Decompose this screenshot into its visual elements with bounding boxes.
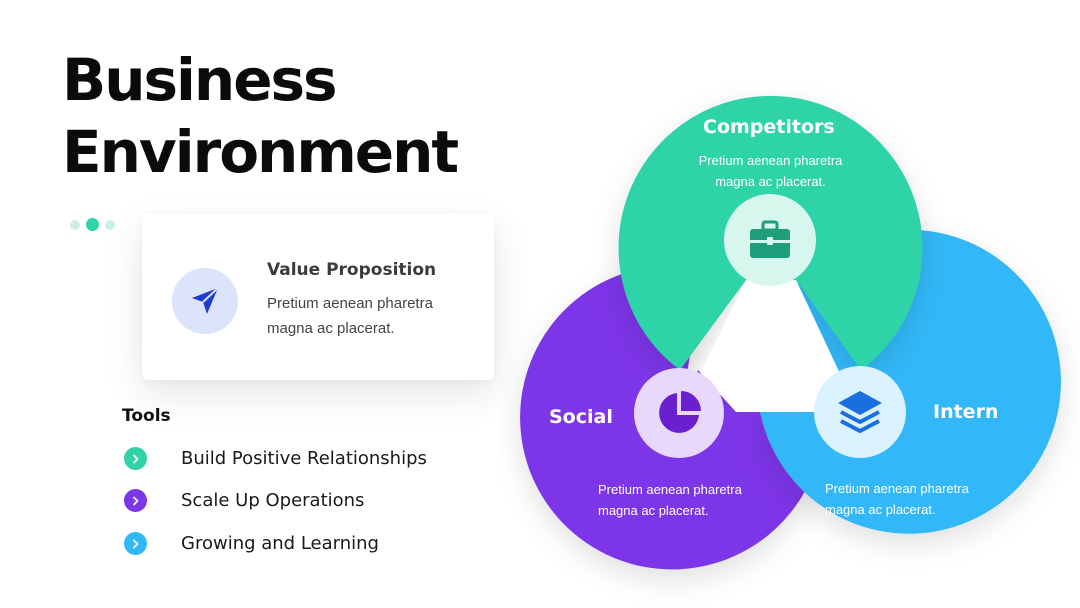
- carousel-dot-3[interactable]: [105, 219, 115, 230]
- chevron-right-icon: [124, 447, 147, 470]
- tool-item-1[interactable]: Build Positive Relationships: [124, 447, 427, 470]
- page-title: Business Environment: [62, 44, 459, 188]
- center-triangle: [681, 280, 858, 412]
- social-label: Social: [549, 406, 613, 428]
- tool-item-3[interactable]: Growing and Learning: [124, 532, 379, 555]
- tool-label: Build Positive Relationships: [181, 448, 427, 469]
- layers-icon: [814, 366, 906, 458]
- value-proposition-card: Value Proposition Pretium aenean pharetr…: [142, 214, 494, 380]
- paper-plane-icon: [172, 268, 238, 334]
- carousel-dot-2[interactable]: [86, 218, 99, 231]
- tool-item-2[interactable]: Scale Up Operations: [124, 489, 364, 512]
- tool-label: Scale Up Operations: [181, 490, 365, 511]
- social-text: Pretium aenean pharetra magna ac placera…: [598, 482, 742, 518]
- chevron-right-icon: [124, 489, 147, 512]
- intern-label: Intern: [933, 401, 999, 423]
- briefcase-icon: [724, 194, 816, 286]
- competitors-text: Pretium aenean pharetra magna ac placera…: [698, 153, 843, 189]
- pie-chart-icon: [634, 368, 724, 458]
- card-title: Value Proposition: [267, 260, 437, 280]
- business-environment-diagram: Competitors Pretium aenean pharetra magn…: [500, 80, 1080, 608]
- competitors-label: Competitors: [703, 116, 835, 138]
- carousel-dots[interactable]: [70, 218, 115, 231]
- chevron-right-icon: [124, 532, 147, 555]
- tools-heading: Tools: [122, 406, 171, 426]
- title-line-1: Business: [62, 46, 338, 114]
- title-line-2: Environment: [62, 118, 459, 186]
- intern-text: Pretium aenean pharetra magna ac placera…: [825, 481, 969, 517]
- tool-label: Growing and Learning: [181, 533, 379, 554]
- card-text: Pretium aenean pharetra magna ac placera…: [267, 295, 433, 337]
- carousel-dot-1[interactable]: [70, 219, 80, 230]
